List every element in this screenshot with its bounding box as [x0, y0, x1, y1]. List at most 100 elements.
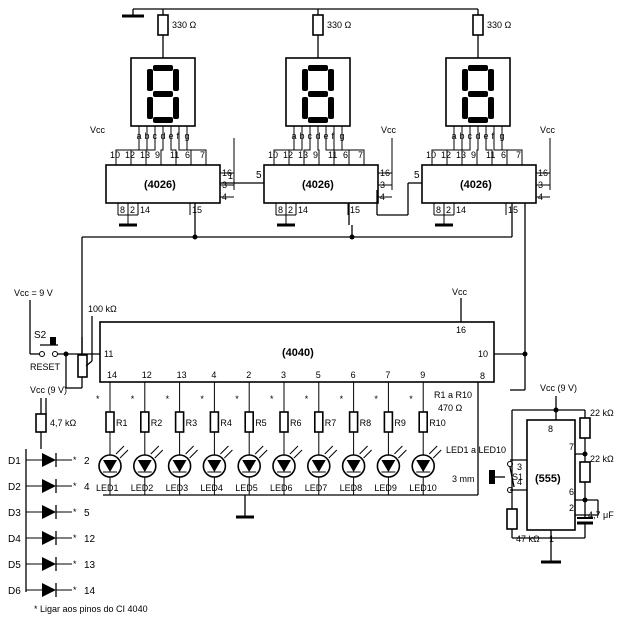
led-emission-icon	[258, 449, 268, 459]
led-label: LED4	[200, 483, 223, 493]
led-resistor	[209, 411, 220, 433]
segment-e	[147, 97, 153, 119]
ic-4026-wire-6	[178, 140, 192, 165]
led-icon	[277, 460, 291, 472]
ic-4026-pin-14: 14	[298, 205, 308, 215]
ic-4026-wire-11	[325, 140, 335, 165]
display-pin-label-e: e	[324, 131, 329, 141]
led-icon	[346, 460, 361, 472]
led-resistor	[418, 411, 429, 433]
led-emission-icon	[115, 445, 125, 455]
ic-4026-pin-7: 7	[516, 150, 521, 160]
led-pin-marker: *	[374, 394, 378, 404]
diode-label: D3	[8, 508, 21, 519]
resistor-330-3-label: 330 Ω	[487, 20, 512, 30]
ic-555-pin-2: 2	[569, 503, 574, 513]
led-resistor-label: R8	[360, 418, 372, 428]
display-pin-label-e: e	[169, 131, 174, 141]
diode-pin-label: 4	[84, 482, 90, 493]
ic-4026-pin-15: 15	[508, 205, 518, 215]
led-emission-icon	[154, 449, 164, 459]
led-emission-icon	[359, 445, 368, 455]
ic-555-pin-4: 4	[517, 477, 522, 487]
ic-4026-wire-10	[273, 140, 295, 165]
led-resistor-label: R3	[186, 418, 198, 428]
ic-555-pin-3: 3	[517, 462, 522, 472]
ic-4040-pin-6: 6	[351, 370, 356, 380]
ic-4026-pin-11: 11	[486, 150, 495, 160]
ic-555-label: (555)	[535, 473, 561, 485]
ic-4026-pin-10: 10	[426, 150, 436, 160]
led-emission-icon	[150, 445, 160, 455]
display-pin-label-g: g	[500, 131, 505, 141]
led-label: LED1	[96, 483, 119, 493]
led-label: LED9	[374, 483, 397, 493]
vcc-9v-diodes-label: Vcc (9 V)	[30, 385, 67, 395]
led-note-size: 3 mm	[452, 474, 475, 484]
ic-4026-wire-6	[493, 140, 508, 165]
diode-label: D4	[8, 534, 21, 545]
segment-a	[308, 65, 328, 71]
top-rail	[122, 8, 478, 18]
diode-icon	[42, 583, 56, 597]
led-resistor-value: 470 Ω	[438, 403, 463, 413]
diode-marker: *	[73, 481, 77, 491]
cascade-wires	[81, 182, 526, 354]
vcc-label-ic2: Vcc	[381, 125, 397, 135]
ic-555-pin-7: 7	[569, 442, 574, 452]
ic-4026-wire-9	[160, 140, 164, 165]
ic-4026-pin-12: 12	[125, 150, 135, 160]
diode-marker: *	[73, 559, 77, 569]
display-pin-label-c: c	[468, 131, 473, 141]
display-pin-label-a: a	[137, 131, 142, 141]
led-emission-icon	[119, 449, 129, 459]
display-pin-label-g: g	[185, 131, 190, 141]
diode-marker: *	[73, 533, 77, 543]
ic-4026-wire-11	[485, 140, 493, 165]
ic-4026-pin-9: 9	[155, 150, 160, 160]
ic-4026-wire-7	[186, 140, 207, 165]
diode-pin-label: 13	[84, 560, 96, 571]
ic-4026-body	[263, 164, 379, 204]
led-emission-icon	[185, 445, 194, 455]
reset-section: Vcc = 9 V S2 RESET 100 kΩ	[14, 288, 117, 389]
diode-icon	[42, 557, 56, 571]
ic-4026-wire-13	[145, 140, 156, 165]
led-resistor	[383, 411, 394, 433]
resistor-330-2-label: 330 Ω	[327, 20, 352, 30]
display-pin-label-d: d	[476, 131, 481, 141]
segment-b	[173, 69, 179, 91]
ic-555: Vcc (9 V) (555) 8 7 3 4 6 2 1 22 kΩ 22 k…	[489, 383, 614, 564]
ic-4026-wire-12	[130, 140, 148, 165]
ic-4026-pin-9: 9	[313, 150, 318, 160]
led-label: LED8	[340, 483, 363, 493]
ic-4026-pin-14: 14	[456, 205, 466, 215]
led-pin-marker: *	[200, 394, 204, 404]
ic-4026-pin-12: 12	[283, 150, 293, 160]
vcc-9v-timer-label: Vcc (9 V)	[540, 383, 577, 393]
led-icon	[137, 460, 152, 472]
ic-4026-wire-12	[288, 140, 303, 165]
led-emission-icon	[324, 445, 334, 455]
led-emission-icon	[394, 445, 403, 455]
segment-a	[468, 65, 488, 71]
segment-f	[462, 69, 468, 91]
ic-555-pin-6: 6	[569, 487, 574, 497]
display-pin-label-b: b	[460, 131, 465, 141]
led-resistor	[279, 411, 289, 433]
led-label: LED7	[305, 483, 328, 493]
pot-label: 100 kΩ	[88, 304, 117, 314]
led-emission-icon	[220, 445, 229, 455]
display-pin-label-d: d	[316, 131, 321, 141]
segment-b	[328, 69, 334, 91]
ic-4026-label: (4026)	[302, 179, 334, 191]
vcc-label-ic3: Vcc	[540, 125, 556, 135]
segment-d	[153, 117, 173, 123]
display-pin-label-a: a	[292, 131, 297, 141]
led-resistor-label: R4	[220, 418, 232, 428]
r22k-1-label: 22 kΩ	[590, 408, 614, 418]
ic-4040-pin-7: 7	[385, 370, 390, 380]
display-pin-label-c: c	[308, 131, 313, 141]
